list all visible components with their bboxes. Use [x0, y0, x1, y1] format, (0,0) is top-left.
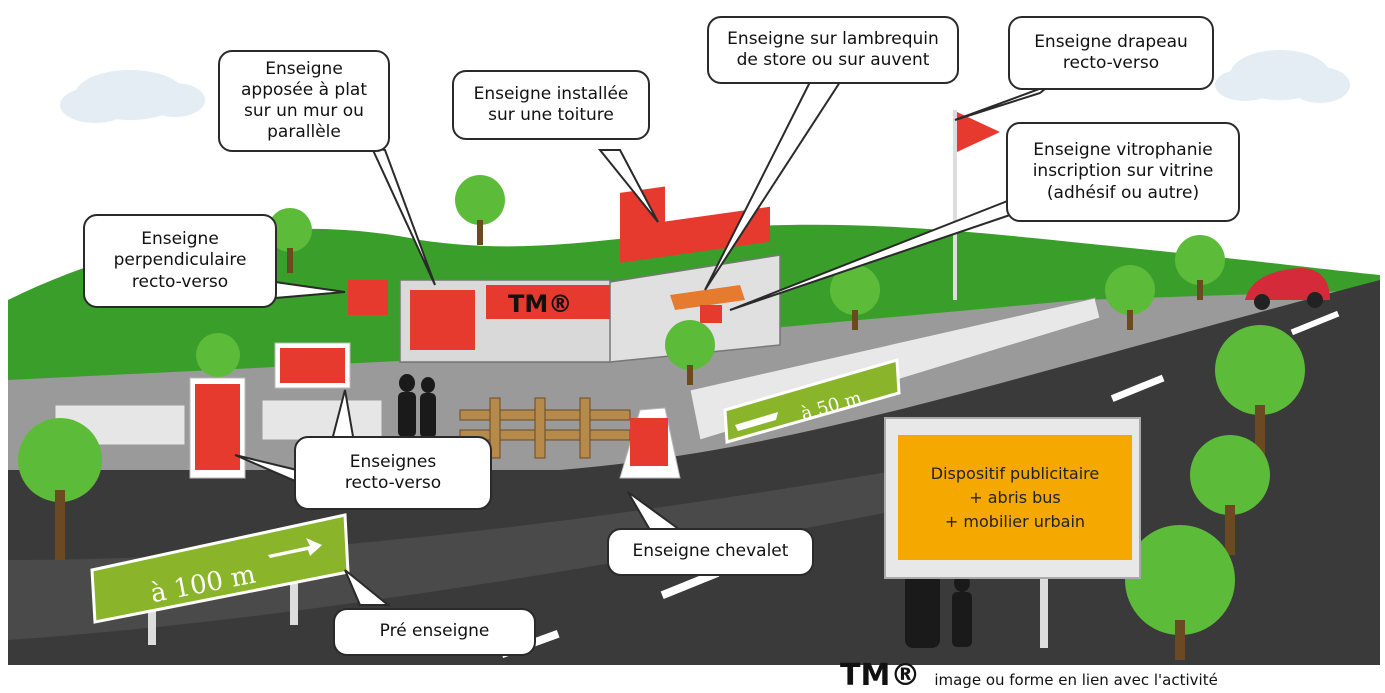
- awning: [670, 285, 745, 310]
- callout-chevalet-sign: Enseigne chevalet: [607, 528, 814, 576]
- legend-symbol: TM®: [840, 658, 921, 693]
- awning-sign: [700, 305, 722, 323]
- legend: TM® image ou forme en lien avec l'activi…: [840, 658, 1218, 693]
- panel-sign: [280, 348, 345, 383]
- chevalet-sign: [619, 407, 681, 479]
- callout-pre-enseigne: Pré enseigne: [333, 608, 536, 656]
- car: [1245, 268, 1330, 310]
- perpendicular-sign: [348, 280, 388, 315]
- low-wall-mid: [261, 399, 383, 441]
- fence: [459, 397, 631, 459]
- billboard-text: Dispositif publicitaire + abris bus + mo…: [898, 435, 1132, 560]
- callout-roof-sign: Enseigne installée sur une toiture: [452, 70, 650, 140]
- cloud-right: [1215, 50, 1350, 103]
- totem-sign: [195, 384, 240, 470]
- roof-sign: [620, 206, 770, 263]
- billboard-line-1: Dispositif publicitaire: [930, 463, 1100, 483]
- trees: [18, 175, 1305, 660]
- callout-vitrophanie-sign: Enseigne vitrophanie inscription sur vit…: [1006, 122, 1240, 222]
- billboard: [884, 417, 1141, 648]
- callout-awning-sign: Enseigne sur lambrequin de store ou sur …: [707, 16, 959, 84]
- building-sign-text: TM®: [508, 290, 572, 318]
- billboard-panel: [898, 435, 1132, 560]
- cloud-left: [60, 70, 205, 123]
- legend-text: image ou forme en lien avec l'activité: [934, 671, 1218, 689]
- callout-flag-sign: Enseigne drapeau recto-verso: [1008, 16, 1214, 90]
- billboard-line-3: + mobilier urbain: [944, 511, 1086, 531]
- road-sign-50: à 50 m: [723, 358, 901, 444]
- flag: [953, 110, 1000, 300]
- callout-flat-wall-sign: Enseigne apposée à plat sur un mur ou pa…: [218, 50, 390, 152]
- building-tm-sign: [486, 285, 610, 319]
- road-lower: [8, 470, 950, 640]
- billboard-line-2: + abris bus: [969, 487, 1061, 507]
- flat-wall-sign: [410, 290, 475, 350]
- callout-perpendicular-sign: Enseigne perpendiculaire recto-verso: [83, 214, 277, 308]
- callout-recto-verso-signs: Enseignes recto-verso: [294, 436, 492, 510]
